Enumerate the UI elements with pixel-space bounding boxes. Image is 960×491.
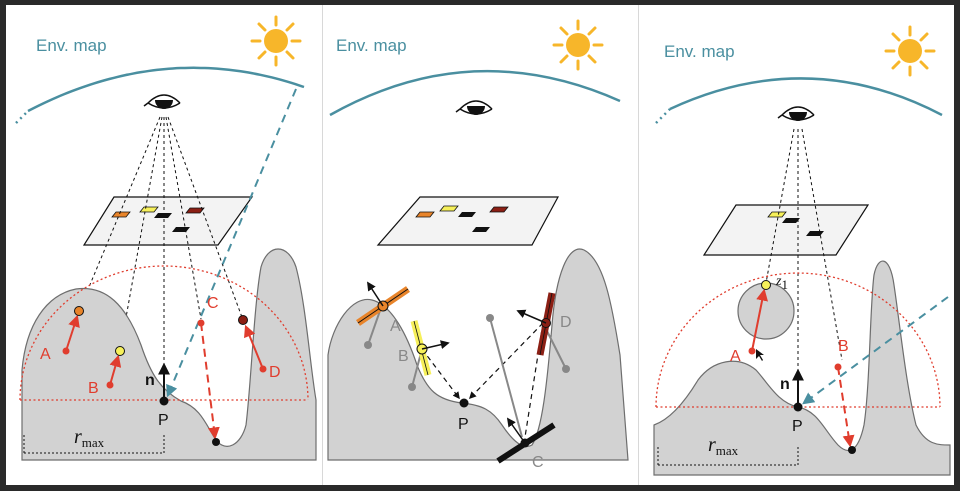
env-map-label: Env. map — [336, 36, 407, 55]
panel-3-diagram: Env. map z1 A B — [653, 25, 951, 476]
occluded-ray — [489, 317, 523, 438]
image-plane — [702, 204, 870, 256]
sun-icon — [250, 15, 302, 67]
normal-A — [367, 281, 384, 307]
ray-B — [109, 354, 122, 386]
sample-A — [62, 347, 70, 355]
label-n: n — [145, 372, 155, 389]
panel-1-diagram: Env. map — [15, 15, 317, 461]
label-P: P — [792, 418, 803, 435]
pixel-black — [154, 213, 172, 218]
normal-C — [506, 417, 526, 444]
label-D: D — [560, 314, 572, 331]
sample-C — [197, 319, 205, 327]
terrain — [327, 248, 629, 461]
pixel-darkred — [185, 207, 205, 214]
env-map-arc-end — [15, 110, 29, 124]
ray-A — [751, 288, 769, 352]
terrain — [21, 248, 317, 461]
env-map-label: Env. map — [36, 36, 107, 55]
pixel-black — [782, 218, 800, 223]
pixel-yellow — [439, 205, 459, 212]
env-map-label: Env. map — [664, 42, 735, 61]
transport-ray-D — [468, 322, 544, 400]
panel-occlusion: Env. map z1 A B — [638, 5, 954, 485]
hemisphere — [19, 265, 309, 401]
ray-D — [244, 324, 264, 370]
hemisphere — [655, 272, 941, 408]
label-A: A — [40, 346, 51, 363]
rmax-label: rmax — [708, 434, 739, 458]
panel-2-diagram: Env. map — [327, 19, 629, 471]
ray-C — [200, 322, 220, 440]
label-D: D — [269, 364, 281, 381]
rmax-bracket — [657, 447, 799, 466]
env-map-arc — [669, 77, 943, 117]
eye-icon — [777, 106, 815, 121]
sun-icon — [552, 19, 604, 71]
label-P: P — [158, 412, 169, 429]
sample-D — [259, 365, 267, 373]
view-rays — [78, 116, 244, 400]
hit-point — [848, 446, 856, 454]
env-map-arc-end — [655, 108, 671, 124]
point-P — [459, 398, 469, 408]
label-z1: z1 — [775, 274, 788, 292]
eye-icon — [455, 100, 493, 115]
panel-divider — [638, 5, 639, 485]
transport-ray-B — [421, 348, 460, 400]
eye-icon — [143, 94, 181, 109]
label-B: B — [838, 338, 849, 355]
point-z1 — [761, 280, 771, 290]
image-plane — [82, 196, 254, 246]
label-B: B — [88, 380, 99, 397]
terrain — [653, 260, 951, 476]
pixel-orange — [415, 211, 435, 218]
hit-point — [212, 438, 220, 446]
pixel-black — [472, 227, 490, 232]
label-P: P — [458, 416, 469, 433]
env-light-ray — [802, 296, 949, 405]
label-n: n — [780, 376, 790, 393]
rmax-bracket — [23, 435, 165, 454]
label-C: C — [207, 295, 219, 312]
pixel-black — [458, 212, 476, 217]
env-map-arc — [27, 66, 305, 113]
pixel-orange — [111, 211, 131, 218]
sample-B — [106, 381, 114, 389]
normal-B — [421, 340, 450, 350]
pixel-yellow — [139, 206, 159, 213]
gray-sample-B — [408, 383, 416, 391]
pixel-yellow — [767, 211, 787, 218]
panel-divider — [322, 5, 323, 485]
normal-D — [516, 309, 547, 324]
env-map-arc — [329, 69, 621, 117]
panel-light-transport: Env. map — [322, 5, 638, 485]
gray-sample-A — [364, 341, 372, 349]
label-C: C — [532, 454, 544, 471]
point-P — [159, 396, 169, 406]
rmax-label: rmax — [74, 426, 105, 450]
point-yellow — [115, 346, 125, 356]
sun-icon — [884, 25, 936, 77]
point-orange — [74, 306, 84, 316]
label-B: B — [398, 348, 409, 365]
ray-A — [65, 314, 80, 352]
label-A: A — [730, 348, 741, 365]
pixel-darkred — [489, 206, 509, 213]
point-darkred — [238, 315, 248, 325]
image-plane — [376, 196, 560, 246]
sample-B — [834, 363, 842, 371]
point-P — [793, 402, 803, 412]
gray-sample — [486, 314, 494, 322]
view-rays — [765, 128, 843, 405]
label-A: A — [390, 318, 401, 335]
panel-screen-space-gathering: Env. map — [6, 5, 322, 485]
gray-sample-D — [562, 365, 570, 373]
sample-A — [748, 347, 756, 355]
cursor-icon — [756, 349, 764, 361]
ray-B — [837, 366, 855, 448]
